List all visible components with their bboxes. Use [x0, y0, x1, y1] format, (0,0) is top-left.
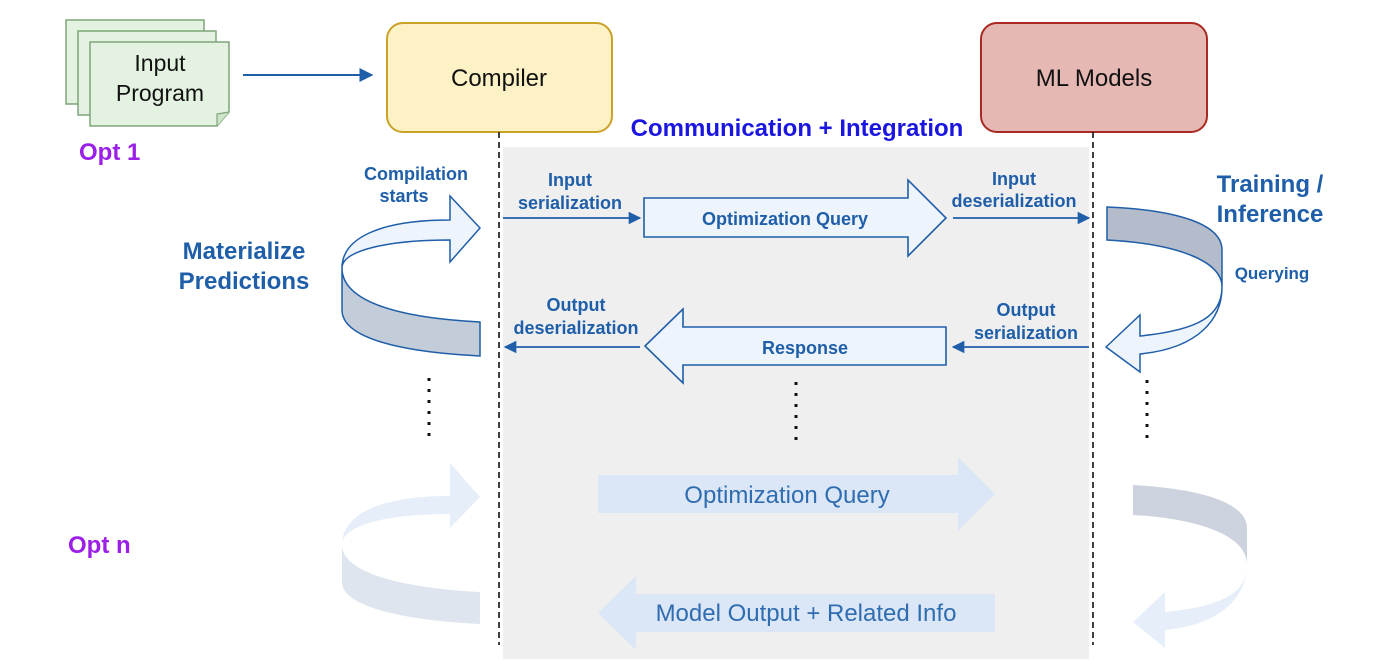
faded-optimization-query-arrow: [598, 457, 995, 531]
input-program-label-line1: Input: [134, 50, 186, 76]
faded-model-output-label: Model Output + Related Info: [656, 600, 957, 627]
compilation-starts-line2: starts: [379, 186, 428, 206]
compilation-starts-line1: Compilation: [364, 164, 468, 184]
optimization-query-arrow: [643, 178, 948, 258]
opt-1-label: Opt 1: [79, 139, 140, 166]
output-deserialization-line2: deserialization: [513, 318, 638, 338]
faded-left-cycle-arrow: [342, 463, 480, 624]
input-serialization-line2: serialization: [518, 193, 622, 213]
training-inference-line1: Training /: [1217, 171, 1324, 198]
input-deserialization-line1: Input: [992, 169, 1036, 189]
output-serialization-line2: serialization: [974, 323, 1078, 343]
optimization-query-label: Optimization Query: [702, 209, 868, 229]
querying-label: Querying: [1235, 264, 1310, 283]
input-program-stack: Input Program: [65, 19, 230, 127]
right-cycle-arrow: [1104, 206, 1223, 374]
response-label: Response: [762, 338, 848, 358]
materialize-predictions-line2: Predictions: [179, 268, 310, 295]
faded-right-cycle-arrow: [1133, 485, 1247, 648]
input-program-label-line2: Program: [116, 80, 204, 106]
materialize-predictions-line1: Materialize: [183, 238, 306, 265]
output-deserialization-line1: Output: [547, 295, 606, 315]
faded-optimization-query-label: Optimization Query: [684, 482, 889, 509]
ml-models-box: [980, 22, 1208, 133]
input-deserialization-line2: deserialization: [951, 191, 1076, 211]
left-cycle-arrow: [341, 194, 482, 357]
training-inference-line2: Inference: [1217, 201, 1324, 228]
ml-models-label: ML Models: [1036, 65, 1152, 92]
compiler-label: Compiler: [451, 65, 547, 92]
opt-n-label: Opt n: [68, 532, 131, 559]
response-arrow: [643, 307, 947, 385]
input-serialization-line1: Input: [548, 170, 592, 190]
communication-title: Communication + Integration: [631, 115, 964, 142]
output-serialization-line1: Output: [997, 300, 1056, 320]
faded-model-output-arrow: [598, 576, 995, 650]
